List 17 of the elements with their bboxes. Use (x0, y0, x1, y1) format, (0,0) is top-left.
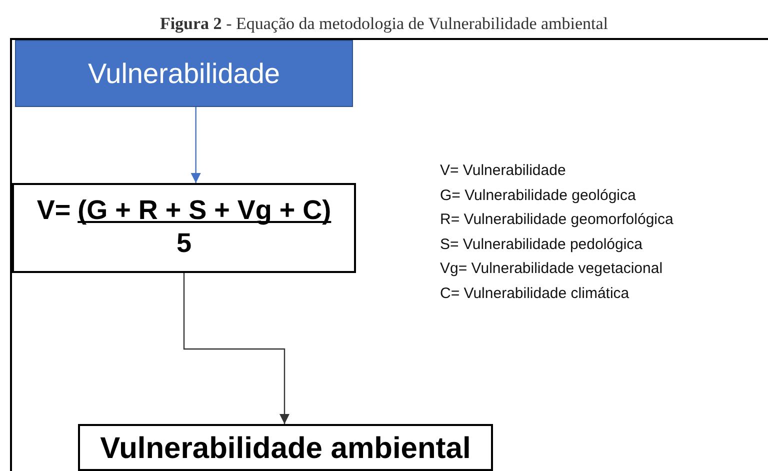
legend-definition: C= Vulnerabilidade climática (440, 284, 630, 302)
legend-definition: G= Vulnerabilidade geológica (440, 186, 636, 204)
arrow (183, 273, 290, 424)
legend-definition: V= Vulnerabilidade (440, 162, 566, 180)
figure-title: Figura 2 - Equação da metodologia de Vulnerabilidade ambiental (158, 14, 610, 34)
formula-box (12, 183, 356, 273)
box-label: Vulnerabilidade ambiental (100, 432, 471, 466)
formula-lhs: V= (36, 195, 71, 225)
formula-denominator: 5 (176, 228, 192, 259)
formula-numerator: (G + R + S + Vg + C) (78, 195, 332, 225)
result-box (78, 424, 493, 471)
box-title: Vulnerabilidade (88, 58, 280, 90)
title-box (15, 40, 353, 107)
legend-definition: R= Vulnerabilidade geomorfológica (440, 211, 674, 229)
legend-definition: Vg= Vulnerabilidade vegetacional (440, 260, 663, 278)
arrow (190, 107, 201, 183)
legend-definition: S= Vulnerabilidade pedológica (440, 236, 643, 254)
